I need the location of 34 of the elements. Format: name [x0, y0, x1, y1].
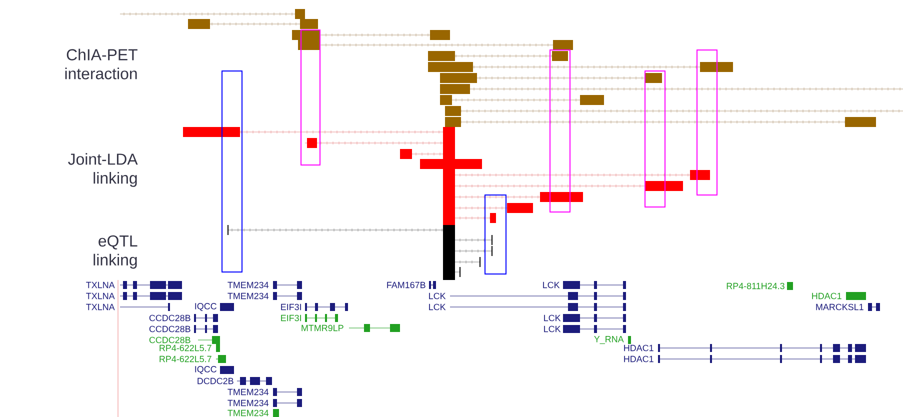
track-label: eQTL linking	[94, 235, 138, 269]
gene-label: TXLNA	[86, 282, 115, 288]
gene-label: TMEM234	[228, 400, 269, 406]
gene-label: HDAC1	[624, 344, 654, 352]
gene-label: LCK	[544, 326, 561, 332]
gene-label: Y_RNA	[594, 336, 624, 344]
gene-label: HDAC1	[624, 356, 654, 362]
gene-label: CCDC28B	[149, 314, 190, 322]
gene-label: RP4-622L5.7	[160, 356, 212, 362]
gene-label: LCK	[429, 292, 446, 300]
gene-label: CCDC28B	[149, 326, 190, 332]
gene-label: TXLNA	[86, 304, 115, 310]
gene-label: DCDC2B	[198, 378, 234, 384]
gene-label: IQCC	[195, 366, 216, 374]
gene-label: TMEM234	[228, 292, 269, 300]
track-label: ChIA-PET interaction	[65, 48, 138, 80]
gene-label: TMEM234	[228, 410, 269, 416]
gene-label: MARCKSL1	[816, 304, 864, 310]
gene-label: RP4-811H24.3	[726, 282, 784, 290]
gene-label: TXLNA	[86, 292, 115, 300]
gene-label: CCDC28B	[149, 336, 190, 344]
gene-label: TMEM234	[228, 282, 269, 288]
gene-label: LCK	[543, 282, 560, 288]
gene-label: LCK	[429, 304, 446, 310]
gene-label: LCK	[544, 314, 561, 322]
track-label: Joint-LDA linking	[68, 153, 138, 187]
gene-label: MTMR9LP	[302, 324, 344, 332]
gene-label: RP4-622L5.7	[160, 344, 212, 352]
gene-label: IQCC	[195, 303, 216, 311]
gene-label: HDAC1	[812, 292, 842, 300]
gene-label: TMEM234	[228, 388, 269, 396]
gene-label: EIF3I	[281, 304, 301, 310]
gene-label: EIF3I	[281, 314, 301, 322]
gene-label: FAM167B	[387, 282, 426, 288]
